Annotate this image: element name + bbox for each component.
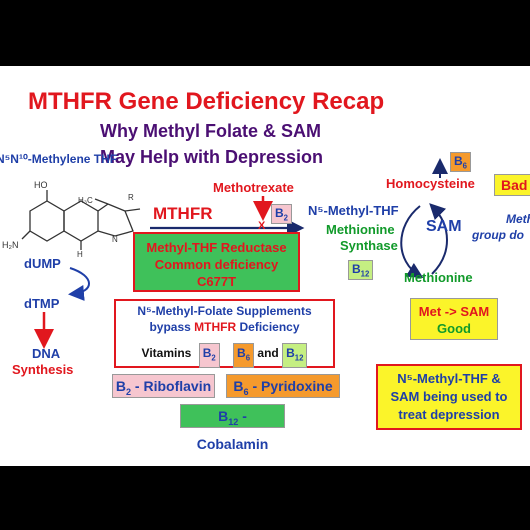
methyl-group-line2: group do: [472, 228, 524, 242]
b12-chip-synthase: B12: [348, 260, 374, 281]
b12-chip-supplements: B12: [282, 343, 308, 369]
supplements-line2: bypass MTHFR Deficiency: [149, 320, 300, 334]
met-sam-box: Met -> SAM Good: [410, 298, 498, 340]
supplements-box: N⁵-Methyl-Folate Supplements bypass MTHF…: [114, 299, 335, 369]
legend-pyridoxine: B6 - Pyridoxine: [226, 374, 340, 398]
dump-label: dUMP: [24, 256, 61, 271]
b6-chip-supplements: B6: [233, 343, 255, 369]
supplements-vitamins-row: Vitamins B2 B6 and B12: [116, 343, 333, 369]
met-sam-line2: Good: [437, 321, 471, 336]
ho-label: HO: [34, 180, 48, 190]
h2n-label: H₂N: [2, 240, 19, 250]
reductase-line2: Common deficiency: [154, 257, 279, 272]
methyl-thf-label: N⁵-Methyl-THF: [308, 203, 399, 218]
sam-label: SAM: [426, 218, 462, 235]
mthfr-label: MTHFR: [153, 204, 213, 223]
b6-chip-homocysteine: B6: [450, 152, 472, 173]
depression-line1: N⁵-Methyl-THF &: [397, 371, 501, 386]
r-label: R: [128, 193, 134, 202]
legend-riboflavin: B2 - Riboflavin: [112, 374, 215, 398]
slide-subtitle-line1: Why Methyl Folate & SAM: [100, 121, 322, 141]
dtmp-label: dTMP: [24, 296, 60, 311]
h-label: H: [77, 250, 83, 259]
methotrexate-label: Methotrexate: [213, 180, 294, 195]
b2-chip-supplements: B2: [198, 343, 220, 369]
supplements-line1: N⁵-Methyl-Folate Supplements: [137, 304, 312, 318]
cycle-left-arrow: [400, 205, 424, 279]
dump-to-dtmp-arrow: [68, 267, 90, 301]
met-sam-line1: Met -> SAM: [418, 304, 490, 319]
methyl-group-line1: Methyl: [506, 212, 530, 226]
depression-line3: treat depression: [398, 407, 500, 422]
methionine-synthase-line2: Synthase: [340, 238, 398, 253]
slide-title: MTHFR Gene Deficiency Recap: [28, 88, 385, 115]
depression-box: N⁵-Methyl-THF & SAM being used to treat …: [376, 364, 522, 430]
inhibition-x-mark: X: [258, 220, 266, 232]
methionine-label: Methionine: [404, 270, 473, 285]
depression-line2: SAM being used to: [390, 389, 508, 404]
pteridine-structure: [21, 190, 141, 250]
cycle-right-arrow: [429, 203, 448, 275]
reductase-box: Methyl-THF Reductase Common deficiency C…: [133, 232, 300, 292]
pathway-arrows: [21, 158, 448, 349]
methylene-thf-label: N⁵N¹⁰-Methylene THF: [0, 152, 118, 166]
legend-cobalamin: B12 - Cobalamin: [180, 404, 285, 452]
reductase-line3: C677T: [196, 274, 237, 289]
reductase-line1: Methyl-THF Reductase: [146, 240, 287, 255]
bad-badge: Bad: [494, 174, 530, 196]
b2-chip-reductase: B2: [271, 204, 293, 225]
h3c-label: H₃C: [78, 196, 93, 205]
n-label: N: [112, 235, 118, 244]
dna-label: DNA: [32, 346, 61, 361]
methionine-synthase-line1: Methionine: [326, 222, 395, 237]
slide-subtitle-line2: May Help with Depression: [100, 147, 324, 167]
homocysteine-label: Homocysteine: [386, 176, 475, 191]
slide: MTHFR Gene Deficiency Recap Why Methyl F…: [0, 66, 530, 466]
synthesis-label: Synthesis: [12, 362, 74, 377]
